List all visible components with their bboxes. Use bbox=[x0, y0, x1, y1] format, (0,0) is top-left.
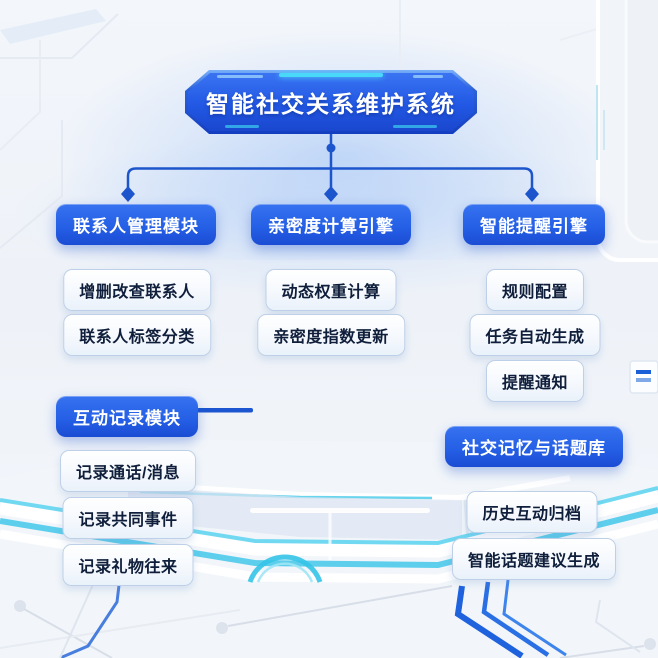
section-connector-line bbox=[197, 408, 253, 413]
badge-accent bbox=[225, 125, 259, 128]
connector-diamond bbox=[324, 186, 338, 202]
leaf-item-history-archive: 历史互动归档 bbox=[466, 491, 598, 533]
leaf-item-crud-contacts: 增删改查联系人 bbox=[63, 269, 211, 311]
panel-line bbox=[0, 40, 41, 151]
circuit-line bbox=[559, 645, 645, 658]
base-band-cyan bbox=[0, 507, 658, 569]
root-node-face: 智能社交关系维护系统 bbox=[188, 73, 474, 131]
branch-node-intimacy-engine: 亲密度计算引擎 bbox=[251, 204, 411, 245]
badge-accent bbox=[217, 75, 263, 78]
platform-slot bbox=[250, 508, 430, 513]
leaf-item-reminder-notify: 提醒通知 bbox=[485, 360, 585, 402]
leaf-item-rule-config: 规则配置 bbox=[485, 269, 585, 311]
connector-diamond bbox=[525, 186, 539, 202]
badge-accent bbox=[413, 75, 443, 78]
root-node-label: 智能社交关系维护系统 bbox=[206, 91, 456, 117]
leaf-item-dynamic-weight: 动态权重计算 bbox=[265, 269, 397, 311]
leaf-item-contact-tags: 联系人标签分类 bbox=[63, 314, 211, 356]
branch-node-contact-management: 联系人管理模块 bbox=[56, 204, 216, 245]
cyan-arc bbox=[247, 554, 323, 583]
panel-stripe bbox=[0, 9, 106, 44]
circuit-dot bbox=[644, 638, 656, 650]
badge-cyan-accent bbox=[279, 73, 383, 77]
circuit-line bbox=[0, 609, 241, 649]
circuit-line bbox=[23, 608, 113, 658]
leaf-item-topic-suggestion: 智能话题建议生成 bbox=[451, 538, 617, 580]
circuit-line bbox=[227, 585, 453, 627]
circuit-dot bbox=[14, 600, 26, 612]
cyan-arc bbox=[256, 562, 314, 583]
mini-card-stripe bbox=[636, 370, 651, 374]
section-header-social-memory: 社交记忆与话题库 bbox=[445, 426, 623, 467]
badge-accent bbox=[393, 125, 437, 128]
mini-card bbox=[629, 360, 658, 394]
mini-card-stripe bbox=[636, 378, 651, 382]
chevron-trace bbox=[502, 579, 567, 657]
connector-diamond bbox=[121, 186, 135, 202]
circuit-dot bbox=[216, 622, 228, 634]
root-node: 智能社交关系维护系统 bbox=[185, 70, 477, 134]
leaf-item-record-events: 记录共同事件 bbox=[62, 497, 194, 539]
gray-trace bbox=[594, 599, 641, 653]
leaf-item-intimacy-update: 亲密度指数更新 bbox=[257, 314, 405, 356]
branch-node-reminder-engine: 智能提醒引擎 bbox=[463, 204, 605, 245]
leaf-item-record-calls: 记录通话/消息 bbox=[60, 450, 196, 492]
chevron-trace bbox=[481, 581, 550, 657]
leaf-item-auto-task: 任务自动生成 bbox=[469, 314, 601, 356]
chevron-trace bbox=[454, 585, 524, 658]
connector-dot bbox=[326, 143, 336, 153]
panel-rounded bbox=[624, 0, 658, 244]
leaf-item-record-gifts: 记录礼物往来 bbox=[62, 544, 194, 586]
section-header-interaction-record: 互动记录模块 bbox=[56, 396, 198, 437]
